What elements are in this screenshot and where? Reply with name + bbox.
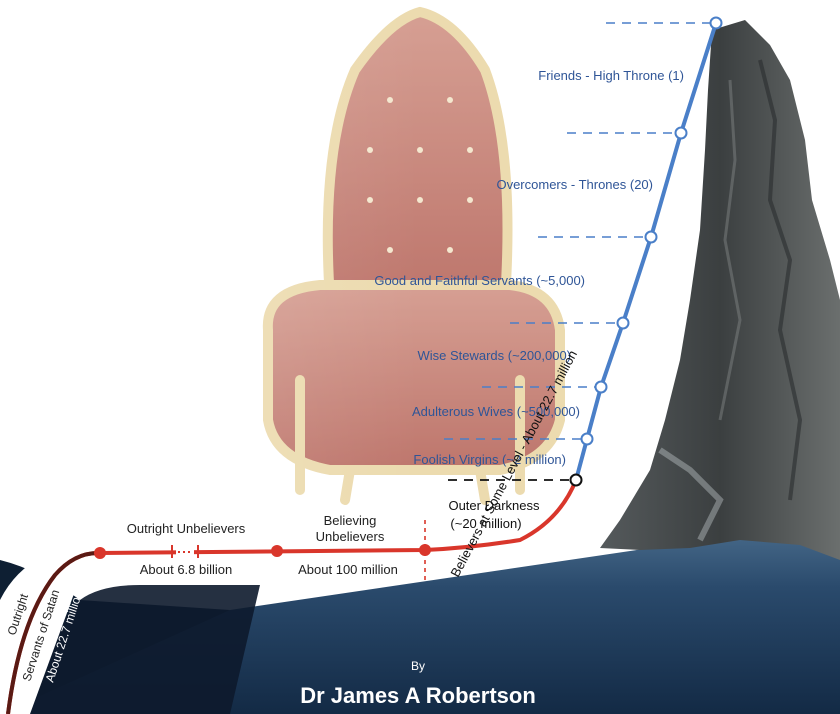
path-break-marks bbox=[171, 545, 199, 558]
outer-darkness-count: (~20 million) bbox=[450, 516, 521, 531]
outer-darkness-label: Outer Darkness bbox=[448, 498, 540, 513]
servants-path bbox=[6, 550, 101, 714]
node-foolish-virgins bbox=[580, 432, 594, 446]
believing-unbelievers-label-2: Unbelievers bbox=[316, 529, 385, 544]
level-label-overcomers: Overcomers - Thrones (20) bbox=[496, 177, 653, 192]
level-label-friends: Friends - High Throne (1) bbox=[538, 68, 684, 83]
node-adulterous-wives bbox=[594, 380, 608, 394]
node-outer-darkness bbox=[569, 473, 583, 487]
dark-base bbox=[30, 585, 260, 714]
credit-author: Dr James A Robertson bbox=[300, 683, 536, 708]
node-believing-unbelievers bbox=[419, 544, 431, 556]
believing-unbelievers-label-1: Believing bbox=[324, 513, 377, 528]
level-dashes bbox=[444, 22, 712, 440]
outright-unbelievers-label: Outright Unbelievers bbox=[127, 521, 246, 536]
node-wise-stewards bbox=[616, 316, 630, 330]
node-outright-unbelievers bbox=[271, 545, 283, 557]
node-friends bbox=[709, 16, 723, 30]
node-overcomers bbox=[674, 126, 688, 140]
level-label-wise-stewards: Wise Stewards (~200,000) bbox=[417, 348, 571, 363]
outright-unbelievers-count: About 6.8 billion bbox=[140, 562, 233, 577]
level-label-adulterous-wives: Adulterous Wives (~500,000) bbox=[412, 404, 580, 419]
node-servants-of-satan bbox=[94, 547, 106, 559]
cliff-image bbox=[600, 20, 840, 560]
credit-by: By bbox=[411, 659, 425, 673]
level-label-foolish-virgins: Foolish Virgins (~2 million) bbox=[413, 452, 566, 467]
node-good-faithful bbox=[644, 230, 658, 244]
level-label-good-faithful: Good and Faithful Servants (~5,000) bbox=[374, 273, 585, 288]
believing-unbelievers-count: About 100 million bbox=[298, 562, 398, 577]
